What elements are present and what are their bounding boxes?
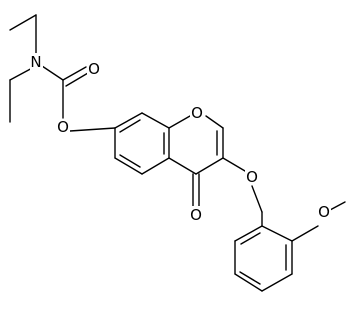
bond <box>168 157 197 175</box>
bond <box>239 271 261 285</box>
bond <box>234 225 263 242</box>
bond <box>114 112 143 129</box>
bond <box>261 273 293 292</box>
methoxy-oxygen-atom: O <box>317 203 331 221</box>
bond <box>141 112 170 129</box>
bonds <box>9 14 346 292</box>
atom-label-o-ketone: O <box>190 206 202 224</box>
nitrogen-atom: N <box>30 53 43 71</box>
atom-label-n: N <box>30 53 41 71</box>
bond <box>65 72 89 87</box>
bond <box>9 14 37 31</box>
bond <box>222 157 246 172</box>
atom-label-o-methoxy: O <box>318 203 330 221</box>
bond <box>240 232 261 245</box>
bond <box>205 115 224 129</box>
bond <box>261 225 293 242</box>
atom-label-o-ester: O <box>57 118 69 136</box>
bond <box>141 157 170 175</box>
bond <box>234 273 263 292</box>
ester-oxygen-atom: O <box>56 118 70 136</box>
bond <box>41 65 64 81</box>
ring-oxygen-atom: O <box>190 104 205 122</box>
bond <box>62 66 87 81</box>
bond <box>119 119 141 133</box>
bond <box>329 201 346 211</box>
atom-label-o-ether: O <box>246 168 258 186</box>
carbonyl-oxygen-atom: O <box>87 60 100 78</box>
bond <box>119 154 141 168</box>
bond <box>168 115 191 129</box>
atom-labels: N O O O O O O <box>30 53 331 224</box>
ketone-oxygen-atom: O <box>189 206 203 224</box>
bond <box>69 127 116 132</box>
bond <box>195 157 224 175</box>
bond <box>114 157 143 175</box>
atom-label-o-carbonyl: O <box>88 60 100 78</box>
bond <box>251 185 263 213</box>
ether-oxygen-atom: O <box>245 168 259 186</box>
atom-label-o-ring: O <box>191 104 203 122</box>
bond <box>291 225 319 242</box>
